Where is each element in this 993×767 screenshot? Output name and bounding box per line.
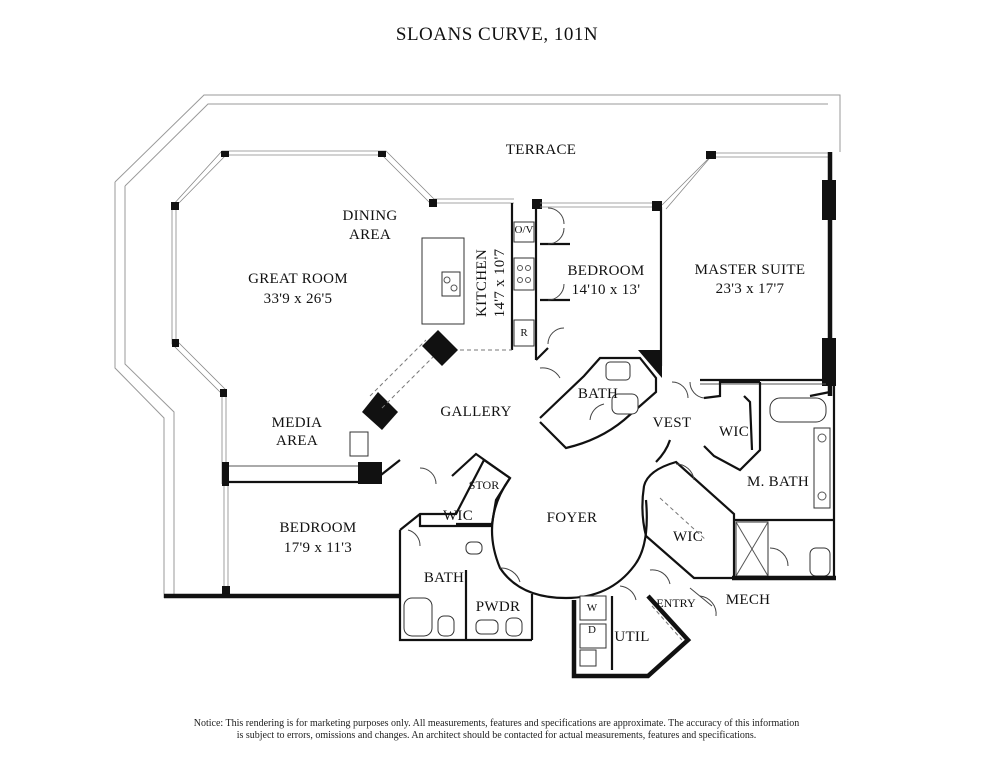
terrace-outline	[114, 94, 841, 598]
bedroom1-dimensions: 14'10 x 13'	[572, 282, 641, 298]
washer-label: W	[587, 602, 598, 614]
master-bath-label: M. BATH	[747, 474, 809, 490]
great-room-label: GREAT ROOM	[248, 271, 348, 287]
gallery-label: GALLERY	[440, 404, 511, 420]
notice-line-1: Notice: This rendering is for marketing …	[193, 718, 800, 729]
bedroom1-label: BEDROOM	[567, 263, 644, 279]
foyer-label: FOYER	[547, 510, 598, 526]
notice-line-2: is subject to errors, omissions and chan…	[236, 730, 757, 741]
dining-area-label-2: AREA	[349, 227, 391, 243]
dryer-label: D	[588, 624, 596, 636]
bedroom1-walls	[535, 201, 663, 379]
entry-label: ENTRY	[656, 596, 696, 610]
bath1-walls	[539, 356, 658, 450]
refrigerator-label: R	[520, 327, 528, 339]
bath2-label: BATH	[424, 570, 464, 586]
kitchen-dimensions: 14'7 x 10'7	[492, 248, 508, 317]
oven-label: O/V	[515, 224, 534, 236]
bath1-label: BATH	[578, 386, 618, 402]
vest-label: VEST	[653, 415, 692, 431]
kitchen-walls	[421, 199, 542, 360]
disclaimer-notice: Notice: This rendering is for marketing …	[0, 718, 993, 742]
media-area-label-1: MEDIA	[272, 415, 323, 431]
foyer-walls	[490, 439, 672, 600]
mech-label: MECH	[726, 592, 771, 608]
wic-master-label: WIC	[719, 424, 749, 440]
media-area-label-2: AREA	[276, 433, 318, 449]
wic-foyer-label: WIC	[673, 529, 703, 545]
terrace-label: TERRACE	[506, 142, 576, 158]
storage-label: STOR	[469, 478, 499, 492]
kitchen-label: KITCHEN	[474, 249, 490, 317]
great-room-dimensions: 33'9 x 26'5	[264, 291, 333, 307]
wic-bedroom-label: WIC	[443, 508, 473, 524]
plan-title: SLOANS CURVE, 101N	[396, 24, 598, 45]
master-bath-walls	[671, 380, 836, 581]
dining-area-label-1: DINING	[342, 208, 397, 224]
master-suite-label: MASTER SUITE	[695, 262, 806, 278]
bedroom2-dimensions: 17'9 x 11'3	[284, 540, 352, 556]
utility-label: UTIL	[614, 629, 649, 645]
bedroom2-label: BEDROOM	[279, 520, 356, 536]
media-area-walls	[349, 330, 458, 484]
foyer-wic-walls	[641, 460, 736, 580]
master-suite-dimensions: 23'3 x 17'7	[716, 281, 785, 297]
bedroom2-walls	[164, 459, 401, 599]
bedroom2-closets	[398, 452, 534, 642]
powder-room-label: PWDR	[476, 599, 521, 615]
great-room-walls	[171, 150, 514, 486]
utility-walls	[571, 569, 717, 679]
master-suite-walls	[661, 151, 836, 398]
